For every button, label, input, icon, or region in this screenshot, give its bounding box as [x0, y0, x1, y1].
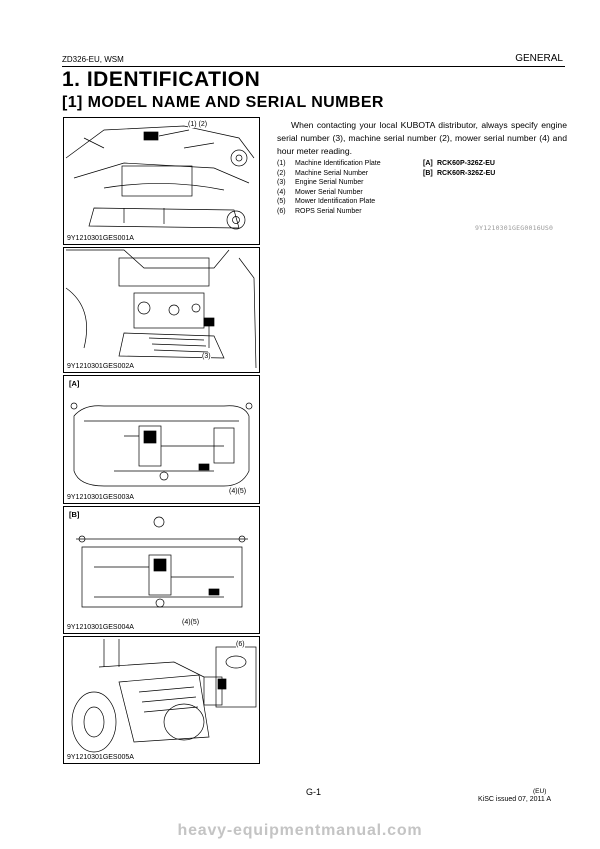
header-rule [62, 66, 565, 67]
issue-date: KiSC issued 07, 2011 A [478, 796, 552, 803]
legend-item: (5)Mower Identification Plate [277, 198, 376, 205]
document-id: 9Y1210301GEG0016US0 [475, 224, 554, 232]
figure-3-callout: (4)(5) [229, 488, 247, 495]
figure-2-caption: 9Y1210301GES002A [67, 363, 136, 370]
figure-5-caption: 9Y1210301GES005A [67, 754, 136, 761]
figure-5-drawing [71, 639, 257, 753]
page-number: G-1 [306, 787, 322, 797]
figure-5: (6) 9Y1210301GES005A [63, 636, 260, 764]
figure-4: [B] (4)(5) 9Y1210301GES004A [63, 506, 260, 634]
section-title: [1] MODEL NAME AND SERIAL NUMBER [62, 94, 384, 111]
legend-item: (4)Mower Serial Number [277, 188, 363, 196]
figure-2: (3) 9Y1210301GES002A [63, 247, 260, 373]
watermark: heavy-equipmentmanual.com [177, 822, 423, 839]
figure-4-drawing [76, 516, 248, 608]
legend-item: (2)Machine Serial Number [277, 169, 369, 177]
page-title: 1. IDENTIFICATION [62, 68, 261, 91]
figure-5-callout: (6) [236, 641, 245, 648]
intro-paragraph: When contacting your local KUBOTA distri… [277, 120, 567, 156]
figure-1-caption: 9Y1210301GES001A [67, 235, 136, 242]
figure-3-label: [A] [69, 379, 80, 388]
model-list: [A]RCK60P-326Z-EU [B]RCK60R-326Z-EU [423, 159, 495, 178]
model-item: [A]RCK60P-326Z-EU [423, 160, 495, 167]
figure-2-callout: (3) [202, 353, 211, 360]
figure-3: [A] (4)(5) 9Y1210301GES003A [63, 375, 260, 504]
figure-1: (1) (2) 9Y1210301GES001A [63, 117, 260, 245]
figure-3-caption: 9Y1210301GES003A [67, 494, 136, 501]
figure-1-callout: (1) (2) [188, 121, 208, 128]
figure-4-caption: 9Y1210301GES004A [67, 624, 136, 631]
legend-item: (1)Machine Identification Plate [277, 160, 381, 167]
header-section: GENERAL [515, 53, 563, 64]
header-model: ZD326-EU, WSM [62, 55, 124, 64]
legend-item: (6)ROPS Serial Number [277, 207, 362, 215]
figure-1-drawing [65, 125, 255, 230]
model-item: [B]RCK60R-326Z-EU [423, 169, 496, 177]
figure-3-drawing [70, 402, 253, 487]
legend-item: (3)Engine Serial Number [277, 179, 364, 186]
figure-4-label: [B] [69, 510, 80, 519]
region-code: (EU) [533, 788, 547, 795]
legend-list: (1)Machine Identification Plate (2)Machi… [277, 159, 381, 216]
figure-4-callout: (4)(5) [182, 619, 200, 626]
figure-2-drawing [65, 249, 257, 369]
